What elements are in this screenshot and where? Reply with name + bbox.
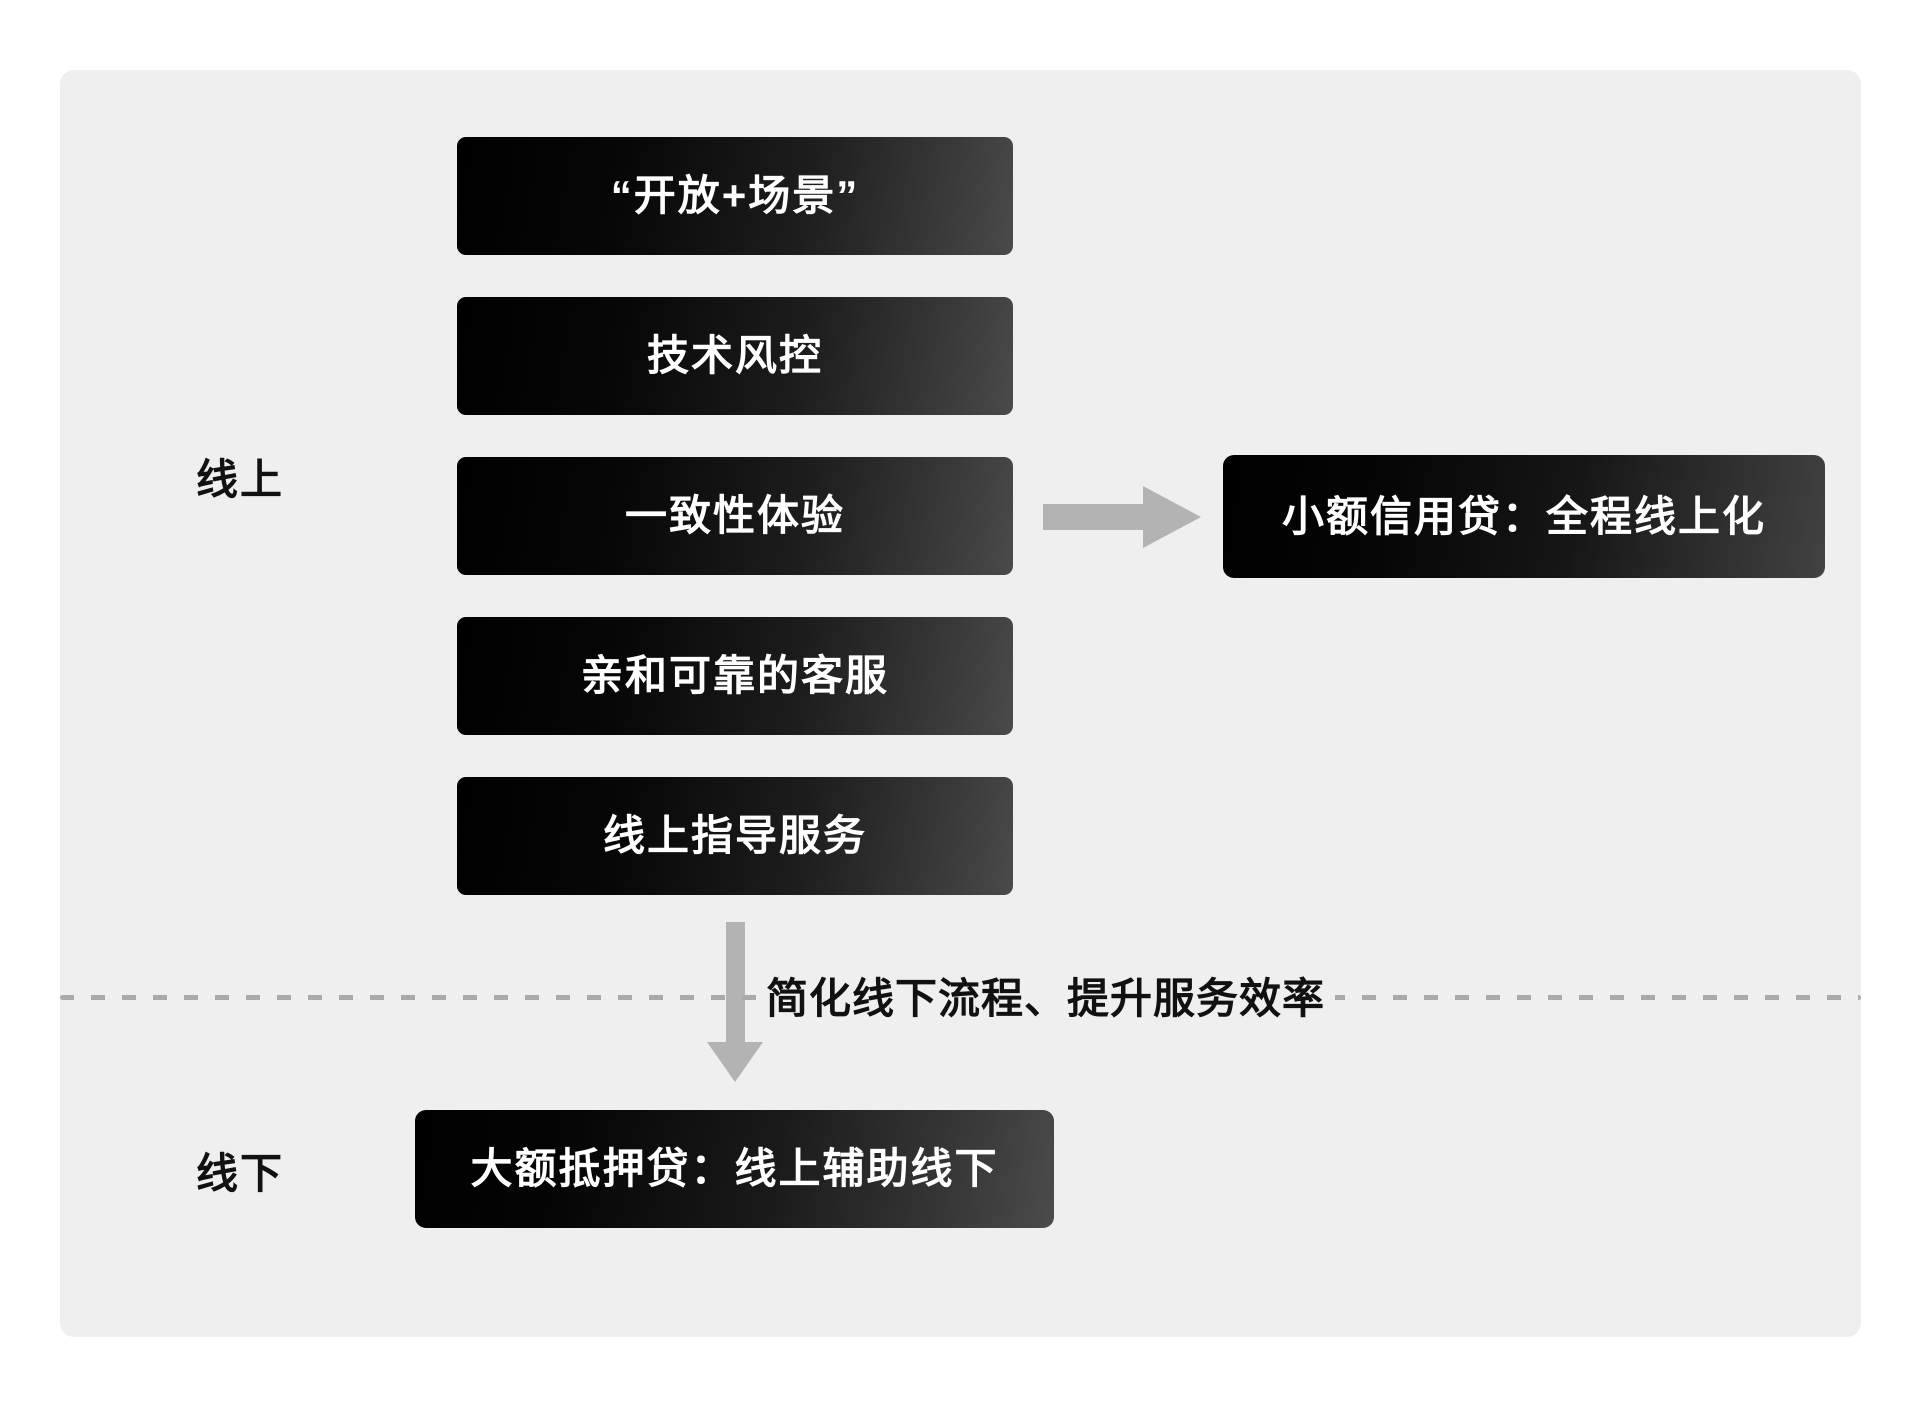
- capability-pill-consistent-experience[interactable]: 一致性体验: [457, 457, 1013, 575]
- capability-pill-label: 一致性体验: [624, 492, 845, 539]
- capability-pill-online-guidance[interactable]: 线上指导服务: [457, 777, 1013, 895]
- divider-caption: 简化线下流程、提升服务效率: [756, 972, 1336, 1026]
- outcome-offline-label: 大额抵押贷：线上辅助线下: [470, 1145, 999, 1192]
- capability-pill-label: 线上指导服务: [602, 812, 867, 859]
- capability-pill-label: 亲和可靠的客服: [580, 652, 889, 699]
- capability-pill-open-scene[interactable]: “开放+场景”: [457, 137, 1013, 255]
- outcome-box-offline[interactable]: 大额抵押贷：线上辅助线下: [415, 1110, 1054, 1228]
- arrow-right-icon: [1043, 486, 1201, 548]
- capability-pill-friendly-support[interactable]: 亲和可靠的客服: [457, 617, 1013, 735]
- row-label-offline: 线下: [196, 1150, 285, 1197]
- capability-pill-label: 技术风控: [646, 332, 823, 379]
- outcome-box-online[interactable]: 小额信用贷：全程线上化: [1223, 455, 1825, 578]
- arrow-down-icon: [707, 922, 763, 1082]
- row-label-online: 线上: [196, 456, 285, 503]
- capability-pill-label: “开放+场景”: [610, 172, 860, 219]
- capability-pill-tech-risk-control[interactable]: 技术风控: [457, 297, 1013, 415]
- outcome-online-label: 小额信用贷：全程线上化: [1281, 492, 1766, 540]
